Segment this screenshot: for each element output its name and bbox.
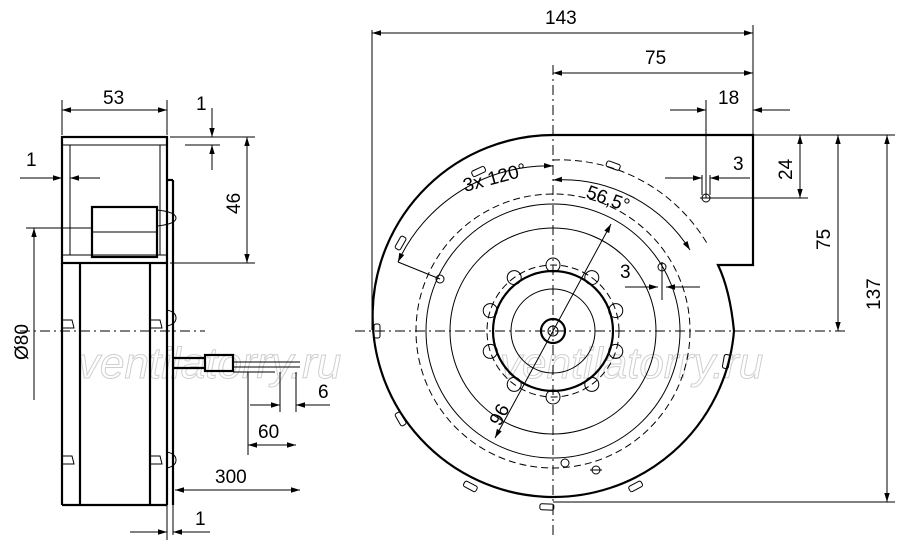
rim-tab [394,411,407,427]
rim-tab [605,160,621,171]
dim-overall-width: 143 [545,8,577,29]
dim-holes-pattern: 3x 120° [461,160,529,197]
dim-wall: 1 [26,150,37,171]
dim-top-gap: 1 [196,94,207,115]
dim-diameter: Ø80 [12,324,33,360]
dim-wire-end: 6 [318,382,329,403]
dim-cable-length: 300 [215,467,247,488]
rim-tab [462,480,478,493]
side-view: 53 1 46 1 Ø80 6 60 300 [12,88,330,540]
motor-hole [608,303,624,319]
dim-flange: 1 [195,509,206,530]
dim-outlet-hole: 18 [718,88,739,109]
dim-overall-height: 137 [864,278,885,310]
motor-hole [482,343,498,359]
dim-side-height: 46 [224,193,245,214]
rim-tab [373,323,381,339]
rim-tab [628,480,644,493]
dim-outlet-height: 24 [776,158,797,180]
dim-hole-angle: 56,5° [583,182,632,217]
dim-outlet-offset: 75 [645,48,666,69]
dim-strip-length: 60 [258,422,279,443]
front-view: 143 75 18 3 24 75 137 3x 120° 56,5° [355,8,895,538]
dim-hole-dia-side: 3 [620,262,631,283]
dim-center-to-outlet: 75 [814,229,835,250]
motor-hole [584,270,600,286]
rim-tab [539,503,555,511]
mounting-holes [435,175,712,475]
watermark-left: ventilatorry.ru [78,339,341,388]
dim-side-width: 53 [103,88,124,109]
rim-tab [721,353,731,370]
motor-hole [482,303,498,319]
dim-hole-dia-top: 3 [733,154,744,175]
